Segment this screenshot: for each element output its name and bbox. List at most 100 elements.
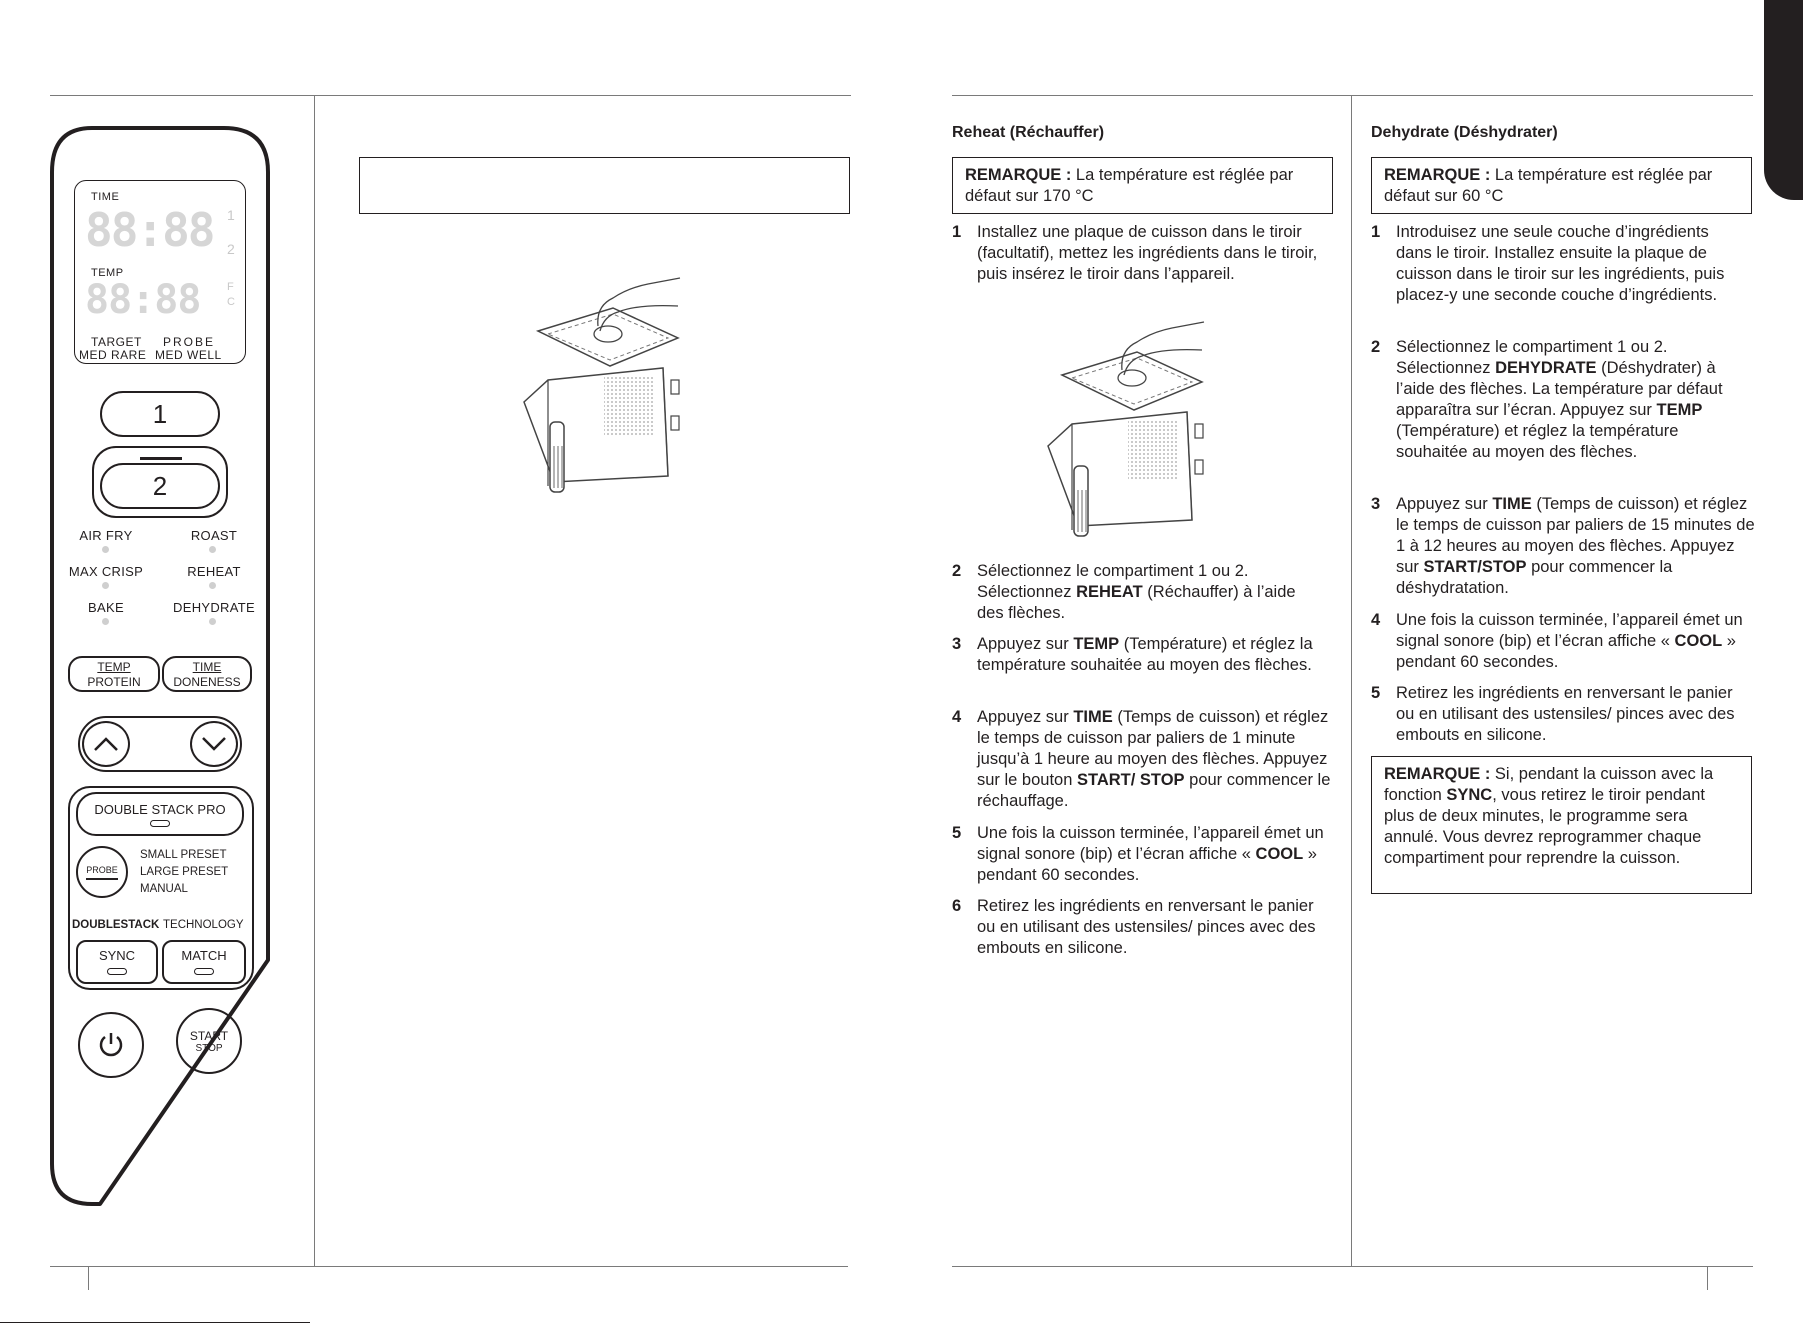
step-number: 2: [1371, 338, 1381, 356]
step-text: pour commencer le réchauffage.: [977, 771, 1331, 810]
match-led: [194, 968, 214, 975]
time-doneness-button[interactable]: TIME DONENESS: [162, 656, 252, 692]
zone2-outer-outline: [92, 446, 228, 518]
reheat-note-text: La température est réglée par défaut sur…: [965, 166, 1294, 205]
step-keyword: START/STOP: [1423, 558, 1527, 576]
arrow-up-button[interactable]: [82, 721, 130, 767]
double-stack-pro-led: [150, 820, 170, 827]
function-max-crisp[interactable]: MAX CRISP: [68, 564, 144, 579]
display-probe-label: PROBE: [163, 335, 216, 349]
display-temp-label: TEMP: [91, 267, 124, 279]
step-text: Appuyez sur: [1396, 495, 1493, 513]
reheat-note-label: REMARQUE :: [965, 166, 1072, 184]
probe-button[interactable]: PROBE: [76, 846, 128, 898]
start-stop-button[interactable]: START STOP: [176, 1008, 242, 1074]
reheat-heading: Reheat (Réchauffer): [952, 124, 1105, 141]
zone1-button[interactable]: 1: [100, 391, 220, 437]
column-divider-right: [1351, 95, 1352, 1266]
match-button[interactable]: MATCH: [162, 940, 246, 984]
start-label: START: [189, 1028, 229, 1043]
step-keyword: TIME: [1073, 708, 1113, 726]
step-text: Une fois la cuisson terminée, l’appareil…: [1396, 611, 1743, 650]
sync-note-text: Si, pendant la cuisson avec la fonction: [1384, 765, 1714, 804]
step-number: 3: [1371, 495, 1381, 513]
function-roast[interactable]: ROAST: [190, 528, 238, 543]
display-target-label: TARGET: [91, 335, 142, 349]
control-panel-outline: [50, 126, 270, 1206]
small-preset-label: SMALL PRESET: [140, 849, 227, 861]
doublestack-label: DOUBLESTACK: [72, 919, 160, 931]
step-keyword: DEHYDRATE: [1495, 359, 1597, 377]
dehydrate-note-text: La température est réglée par défaut sur…: [1384, 166, 1713, 205]
step-text: Retirez les ingrédients en renversant le…: [1396, 684, 1735, 744]
technology-label: TECHNOLOGY: [163, 919, 244, 931]
display-unit-c: C: [227, 296, 236, 308]
temp-protein-button[interactable]: TEMP PROTEIN: [68, 656, 160, 692]
dehydrate-note-label: REMARQUE :: [1384, 166, 1491, 184]
led-max-crisp: [102, 582, 109, 589]
step-number: 6: [952, 897, 962, 915]
function-air-fry[interactable]: AIR FRY: [79, 528, 133, 543]
step-text: Introduisez une seule couche d’ingrédien…: [1396, 223, 1725, 304]
large-preset-label: LARGE PRESET: [140, 866, 229, 878]
step-number: 4: [952, 708, 962, 726]
arrow-buttons-group: [78, 716, 242, 772]
step-number: 2: [952, 562, 962, 580]
step-keyword: COOL: [1674, 632, 1723, 650]
step-text: Appuyez sur: [977, 708, 1074, 726]
stop-label: STOP: [195, 1042, 223, 1054]
sync-label: SYNC: [98, 948, 136, 963]
display-zone1: 1: [227, 207, 236, 223]
step-number: 1: [952, 223, 962, 241]
protein-label: PROTEIN: [87, 675, 141, 689]
step-number: 4: [1371, 611, 1381, 629]
step-text: Appuyez sur: [977, 635, 1074, 653]
match-label: MATCH: [181, 948, 227, 963]
sync-note-text: , vous retirez le tiroir pendant plus de…: [1384, 786, 1705, 867]
zone2-button[interactable]: 2: [100, 463, 220, 509]
step-text: pour commencer la déshydratation.: [1396, 558, 1673, 597]
step-text: (Temps de cuisson) et réglez le temps de…: [977, 708, 1329, 789]
bottom-rule-left: [50, 1266, 848, 1267]
display-time-label: TIME: [91, 191, 120, 203]
sync-note-label: REMARQUE :: [1384, 765, 1491, 783]
step-text: (Température) et réglez la température s…: [1396, 422, 1679, 461]
led-bake: [102, 618, 109, 625]
control-display: TIME 88:88 1 2 TEMP 88:88 F C TARGET PRO…: [74, 180, 246, 364]
arrow-down-button[interactable]: [190, 721, 238, 767]
step-keyword: TIME: [1492, 495, 1532, 513]
double-stack-pro-button[interactable]: DOUBLE STACK PRO: [76, 792, 244, 836]
top-rule-left: [50, 95, 851, 96]
double-stack-pro-label: DOUBLE STACK PRO: [94, 802, 226, 817]
step-text: Sélectionnez le compartiment 1 ou 2. Sél…: [1396, 338, 1668, 377]
step-number: 5: [952, 824, 962, 842]
sync-led: [107, 968, 127, 975]
sync-button[interactable]: SYNC: [76, 940, 158, 984]
power-button[interactable]: [78, 1012, 144, 1078]
step-text: » pendant 60 secondes.: [977, 845, 1317, 884]
step-keyword: COOL: [1255, 845, 1304, 863]
step-text: Une fois la cuisson terminée, l’appareil…: [977, 824, 1324, 863]
step-text: » pendant 60 secondes.: [1396, 632, 1736, 671]
reheat-note-box: REMARQUE : La température est réglée par…: [952, 157, 1333, 214]
step-keyword: REHEAT: [1076, 583, 1143, 601]
bottom-rule-right: [952, 1266, 1753, 1267]
step-text: (Déshydrater) à l’aide des flèches. La t…: [1396, 359, 1723, 419]
display-med-well: MED WELL: [155, 348, 222, 362]
display-temp-digits: 88:88: [85, 277, 201, 323]
top-rule-right: [952, 95, 1753, 96]
led-air-fry: [102, 546, 109, 553]
empty-note-box: [359, 157, 850, 214]
chevron-up-icon: [94, 737, 118, 751]
step-text: Retirez les ingrédients en renversant le…: [977, 897, 1316, 957]
function-dehydrate[interactable]: DEHYDRATE: [173, 600, 255, 615]
manual-label: MANUAL: [140, 883, 188, 895]
air-fryer-drawer-illustration-left: [523, 277, 681, 493]
step-text: Installez une plaque de cuisson dans le …: [977, 223, 1318, 283]
step-text: (Réchauffer) à l’aide des flèches.: [977, 583, 1296, 622]
function-reheat[interactable]: REHEAT: [187, 564, 241, 579]
step-keyword: TEMP: [1656, 401, 1703, 419]
led-roast: [209, 546, 216, 553]
footer-tick-right: [1707, 1266, 1708, 1290]
function-bake[interactable]: BAKE: [88, 600, 124, 615]
